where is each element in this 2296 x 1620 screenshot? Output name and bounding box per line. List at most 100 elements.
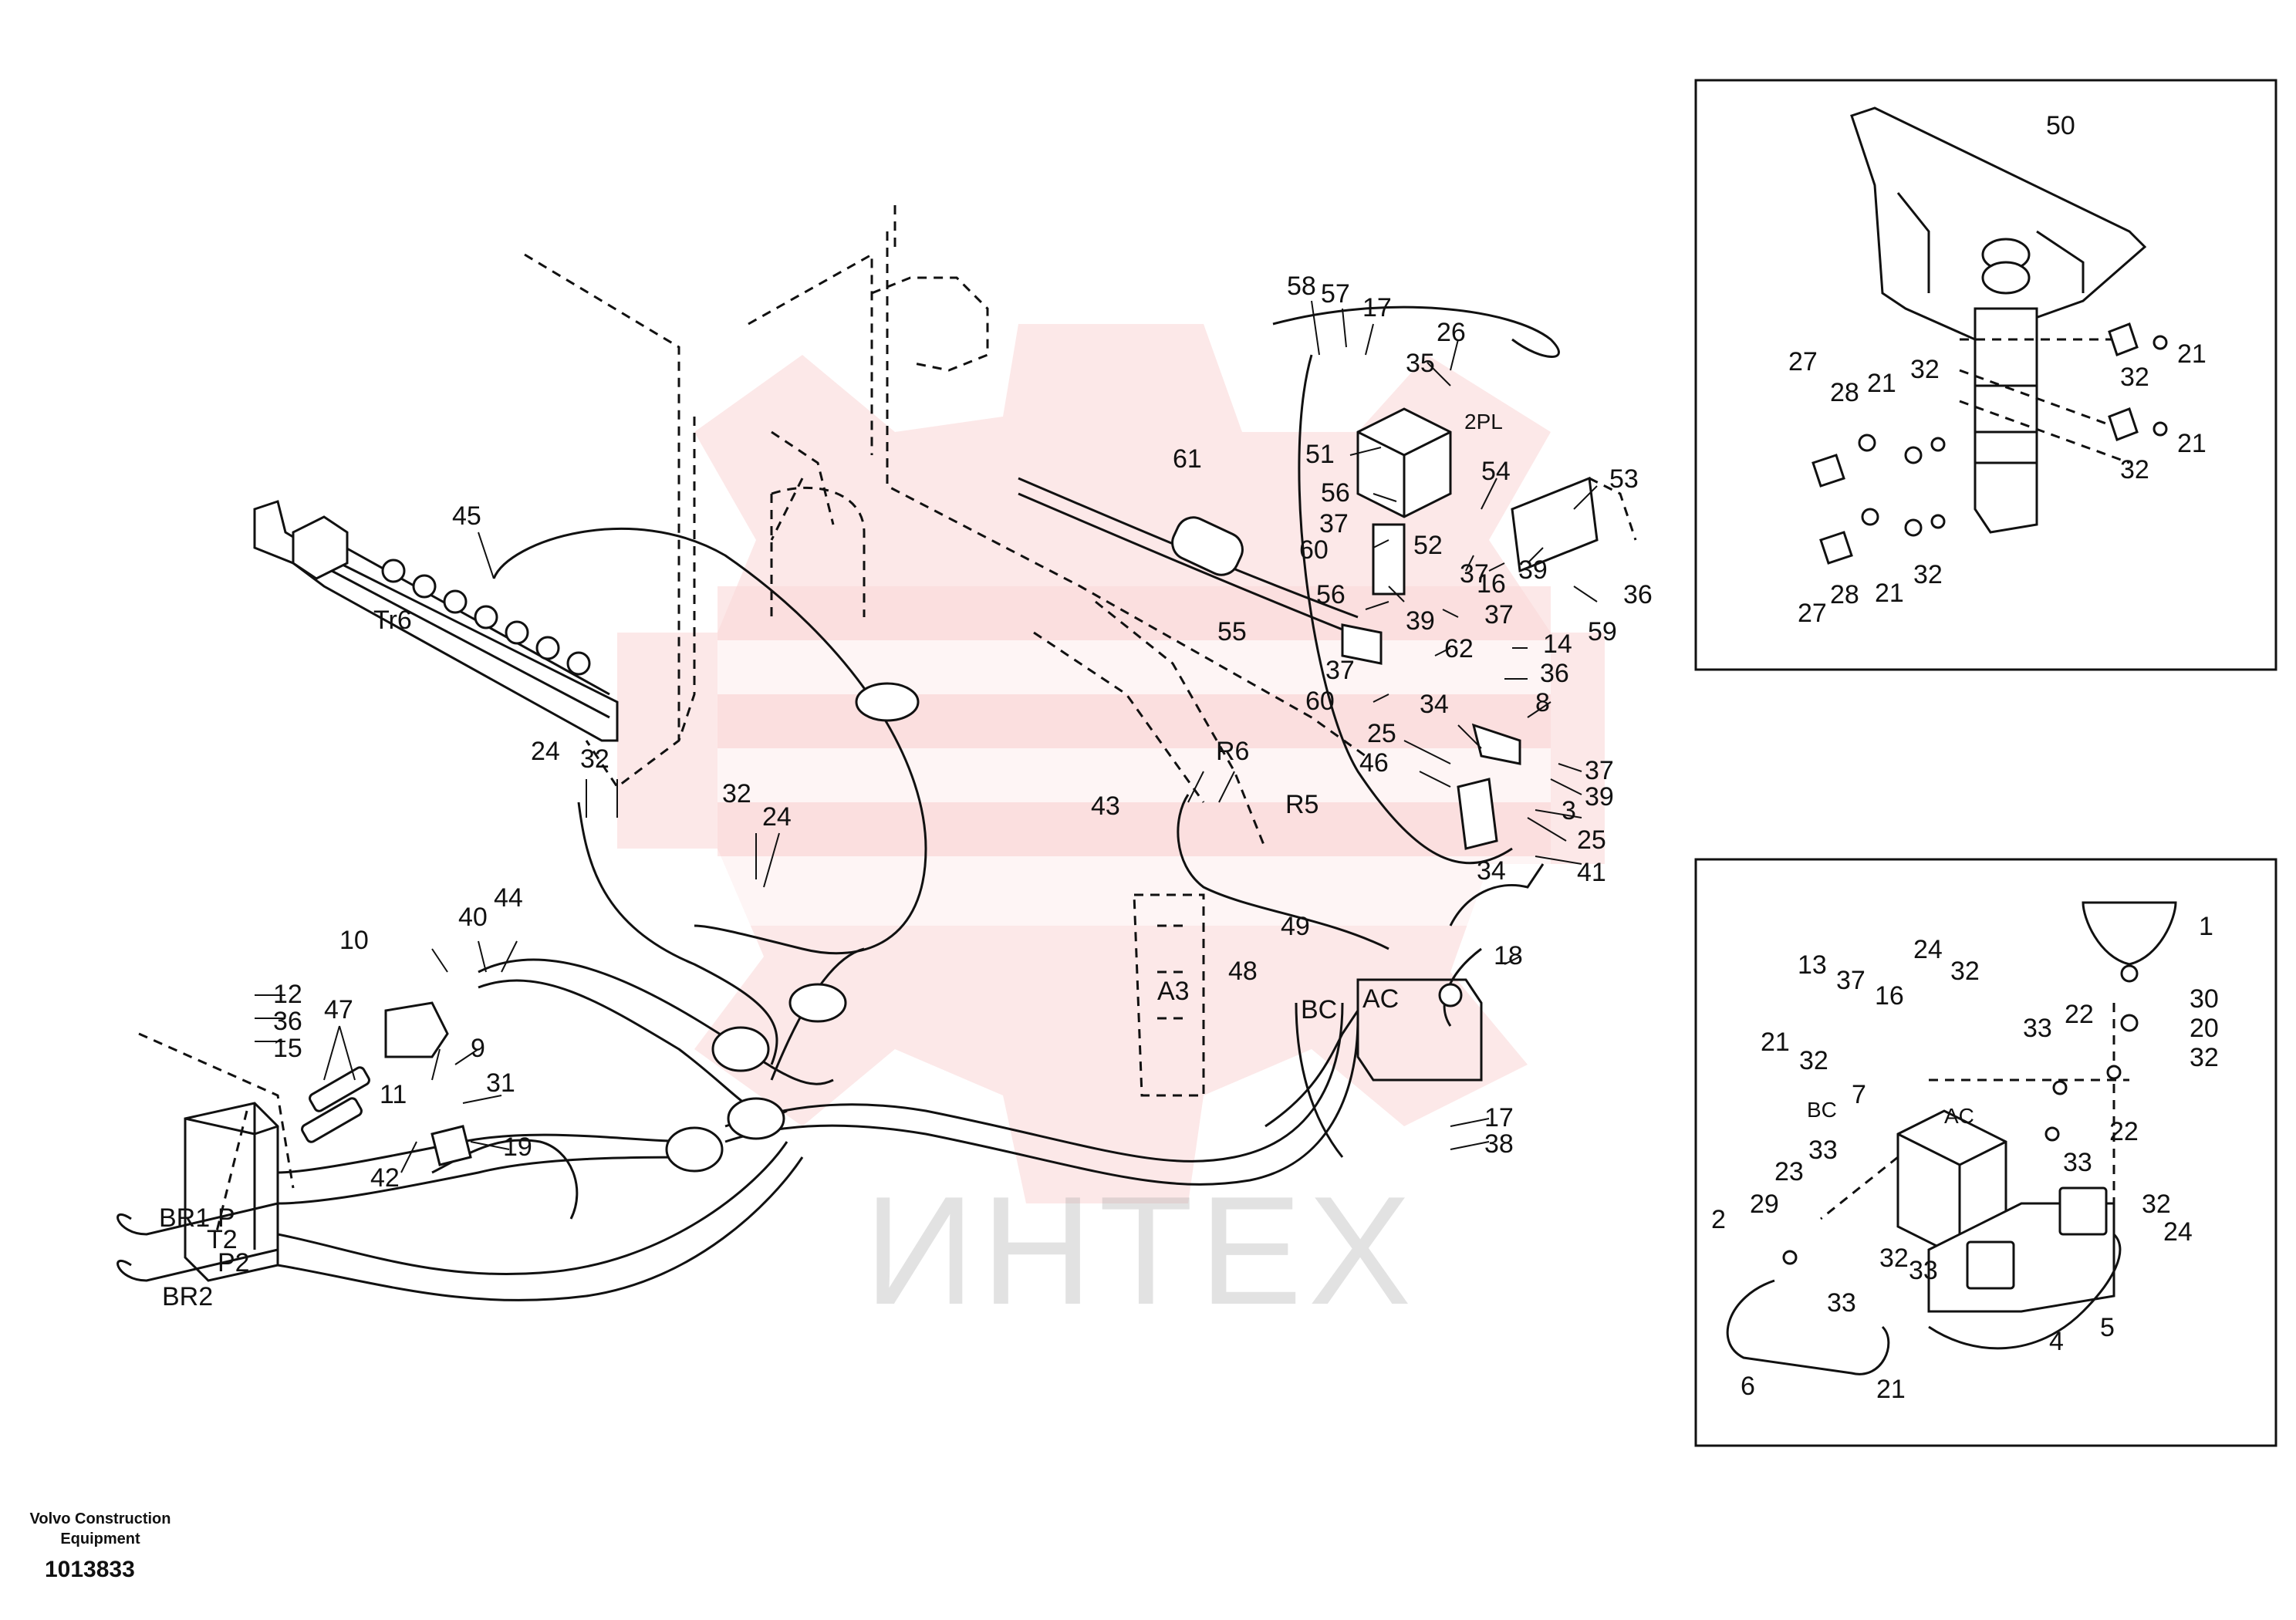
inset-brake-valve — [1694, 858, 2277, 1447]
inset-callout-30: 30 — [2190, 984, 2219, 1014]
callout-24a: 24 — [531, 737, 560, 766]
callout-48: 48 — [1228, 957, 1258, 986]
brake-valve-center — [1356, 723, 1521, 1082]
callout-51: 51 — [1305, 440, 1335, 469]
callout-37e: 37 — [1585, 756, 1614, 785]
callout-54: 54 — [1481, 457, 1511, 486]
callout-11: 11 — [380, 1080, 407, 1109]
callout-25b: 25 — [1577, 825, 1606, 855]
callout-37b: 37 — [1460, 559, 1489, 589]
inset-callout-32b: 32 — [1950, 957, 1980, 986]
inset-callout-33b: 33 — [2063, 1148, 2092, 1177]
inset-callout-bc: BC — [1807, 1098, 1837, 1122]
inset-callout-33c: 33 — [1808, 1136, 1838, 1165]
callout-36: 36 — [273, 1007, 302, 1036]
callout-37d: 37 — [1325, 656, 1355, 685]
callout-61: 61 — [1173, 444, 1202, 474]
callout-8: 8 — [1535, 688, 1550, 717]
inset-callout-16: 16 — [1875, 981, 1904, 1011]
callout-36b: 36 — [1540, 659, 1569, 688]
callout-12: 12 — [273, 980, 302, 1009]
watermark-logo — [617, 324, 1605, 1203]
callout-18: 18 — [1494, 941, 1523, 970]
callout-59: 59 — [1588, 617, 1617, 646]
callout-br1: BR1 — [159, 1203, 210, 1233]
callout-16: 16 — [1477, 569, 1506, 599]
hose-routing — [116, 305, 1560, 1301]
inset-callout-32d: 32 — [1913, 560, 1943, 589]
inset-callout-21c: 21 — [2177, 429, 2207, 458]
callout-49: 49 — [1281, 912, 1310, 941]
inset-callout-23: 23 — [1774, 1157, 1804, 1186]
callout-15: 15 — [273, 1034, 302, 1063]
inset-callout-24b: 24 — [2163, 1217, 2193, 1247]
callout-34a: 34 — [1420, 690, 1449, 719]
inset-callout-32c: 32 — [1799, 1046, 1828, 1075]
inset-callout-27a: 27 — [1788, 347, 1818, 376]
callout-46: 46 — [1359, 748, 1389, 778]
callout-43: 43 — [1091, 791, 1120, 821]
inset-callout-7: 7 — [1852, 1080, 1866, 1109]
callout-45: 45 — [452, 501, 481, 531]
inset-callout-37: 37 — [1836, 966, 1866, 995]
inset-callout-22a: 22 — [2065, 1000, 2094, 1029]
inset-callout-32a: 32 — [2120, 363, 2149, 392]
callout-25a: 25 — [1367, 719, 1396, 748]
callout-24b: 24 — [762, 802, 792, 832]
callout-41: 41 — [1577, 858, 1606, 887]
inset-callout-27b: 27 — [1798, 599, 1827, 628]
callout-17b: 17 — [1484, 1103, 1514, 1132]
callout-57: 57 — [1321, 279, 1350, 309]
machine-outline — [138, 201, 1637, 1235]
callout-44: 44 — [494, 883, 523, 913]
inset-callout-6: 6 — [1741, 1372, 1755, 1401]
inset-callout-29: 29 — [1750, 1190, 1779, 1219]
watermark-text: ИНТЕХ — [864, 1165, 1417, 1337]
callout-53: 53 — [1609, 464, 1639, 494]
callout-39c: 39 — [1585, 782, 1614, 812]
callout-60b: 60 — [1305, 687, 1335, 716]
callout-35: 35 — [1406, 349, 1435, 378]
callout-9: 9 — [471, 1034, 485, 1063]
drawing-number: 1013833 — [45, 1557, 135, 1582]
inset-callout-ac: AC — [1944, 1104, 1974, 1128]
main-callouts: 45 Tr6 24 32 32 24 10 40 44 12 36 15 47 … — [159, 272, 1653, 1311]
callout-42: 42 — [370, 1163, 400, 1193]
callout-bc: BC — [1301, 995, 1337, 1024]
callout-60a: 60 — [1299, 535, 1329, 565]
callout-37c: 37 — [1484, 600, 1514, 629]
inset-callout-32a: 32 — [2190, 1043, 2219, 1072]
callout-39b: 39 — [1406, 606, 1435, 636]
callout-p2: P2 — [218, 1248, 250, 1277]
callout-52: 52 — [1413, 531, 1443, 560]
callout-r6: R6 — [1216, 737, 1249, 766]
callout-t2: T2 — [207, 1225, 238, 1254]
inset-callout-4: 4 — [2049, 1327, 2064, 1356]
callout-34b: 34 — [1477, 856, 1506, 886]
inset-callout-21b: 21 — [1876, 1375, 1906, 1404]
inset-callout-33d: 33 — [1827, 1288, 1856, 1318]
inset-callout-33e: 33 — [1909, 1256, 1938, 1285]
callout-r5: R5 — [1285, 790, 1319, 819]
inset-callout-13: 13 — [1798, 950, 1827, 980]
callout-55: 55 — [1217, 617, 1247, 646]
callout-32b: 32 — [722, 779, 751, 808]
callout-39a: 39 — [1518, 555, 1548, 585]
callout-10: 10 — [339, 926, 369, 955]
callout-38: 38 — [1484, 1129, 1514, 1159]
inset-callout-21: 21 — [1761, 1028, 1790, 1057]
callout-2pl: 2PL — [1464, 410, 1503, 434]
callout-a3: A3 — [1157, 977, 1190, 1006]
inset-callout-32d: 32 — [1879, 1244, 1909, 1273]
callout-37a: 37 — [1319, 509, 1349, 538]
callout-56a: 56 — [1321, 478, 1350, 508]
callout-14: 14 — [1543, 629, 1572, 659]
inset-callout-2: 2 — [1711, 1205, 1726, 1234]
inset-callout-32c: 32 — [2120, 455, 2149, 484]
inset-callout-28b: 28 — [1830, 580, 1859, 609]
inset-callout-24a: 24 — [1913, 935, 1943, 964]
callout-19: 19 — [503, 1132, 532, 1162]
callout-tr6: Tr6 — [373, 606, 412, 635]
callout-31: 31 — [486, 1068, 515, 1098]
